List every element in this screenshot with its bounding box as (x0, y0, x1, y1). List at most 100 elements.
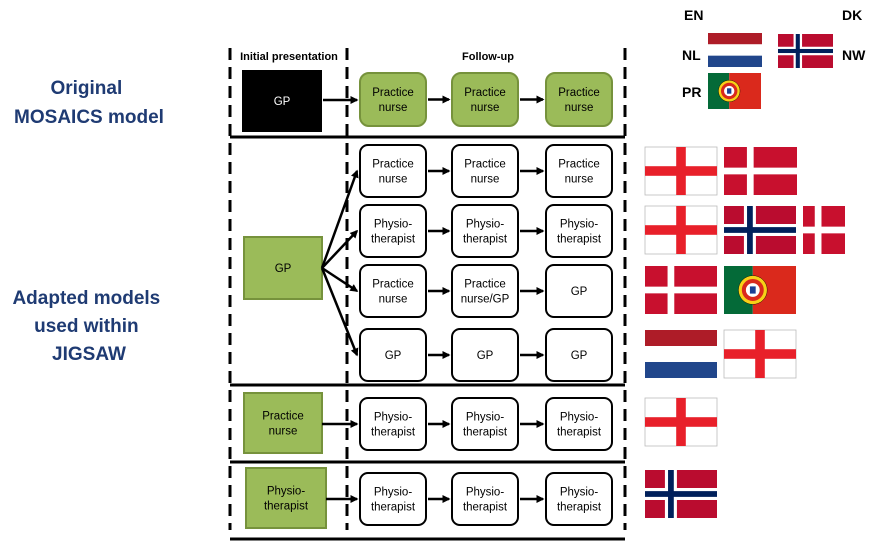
original-model-label: Original MOSAICS model (14, 78, 164, 128)
flag-norway-icon (724, 206, 796, 254)
node-label: nurse (565, 102, 594, 114)
node-box (359, 72, 427, 127)
country-code-en: EN (684, 7, 703, 23)
node-label: Practice (464, 279, 506, 291)
node-label: therapist (557, 427, 602, 439)
country-code-nl: NL (682, 47, 701, 63)
flow-arrow (321, 229, 359, 269)
node-label: Physio- (466, 487, 505, 499)
step-node: Practice nurse (545, 144, 613, 198)
initial-presentation-header: Initial presentation (240, 51, 338, 63)
node-label: GP (477, 350, 494, 362)
step-node: Practice nurse (451, 72, 519, 127)
node-label: therapist (463, 427, 508, 439)
node-label: therapist (371, 427, 416, 439)
node-box (451, 472, 519, 526)
country-code-pr: PR (682, 84, 701, 100)
node-box (451, 397, 519, 451)
flag-norway-icon (778, 34, 833, 68)
node-label: nurse/GP (461, 294, 510, 306)
node-box (242, 70, 322, 132)
flag-denmark-icon (645, 266, 717, 314)
follow-up-header: Follow-up (462, 51, 514, 63)
flow-arrow (321, 266, 359, 293)
node-label: therapist (557, 234, 602, 246)
node-label: nurse (379, 294, 408, 306)
node-label: Physio- (374, 487, 413, 499)
start-node: Physio-therapist (245, 467, 327, 529)
node-label: Physio- (560, 412, 599, 424)
country-code-nw: NW (842, 47, 866, 63)
node-box (243, 392, 323, 454)
node-box (451, 204, 519, 258)
flow-arrow (320, 267, 359, 357)
node-box (451, 144, 519, 198)
node-label: nurse (379, 102, 408, 114)
flag-england-icon (644, 205, 718, 255)
node-box (359, 204, 427, 258)
adapted-label-line: Adapted models (12, 288, 160, 309)
node-label: Physio- (267, 486, 306, 498)
step-node: Practice nurse (451, 144, 519, 198)
flag-norway-icon (645, 470, 717, 518)
node-box (451, 264, 519, 318)
node-box (359, 397, 427, 451)
country-flags: Data suggests (644, 33, 845, 518)
step-node: Practice nurse/GP (451, 264, 519, 318)
flag-england-icon (644, 397, 718, 447)
node-label: Physio- (466, 219, 505, 231)
node-label: therapist (557, 502, 602, 514)
original-label-line: MOSAICS model (14, 107, 164, 128)
node-label: Physio- (374, 412, 413, 424)
step-node: Physio-therapist (545, 397, 613, 451)
node-label: Physio- (466, 412, 505, 424)
node-label: Practice (464, 87, 506, 99)
step-node: Practice nurse (359, 264, 427, 318)
node-label: Practice (558, 159, 600, 171)
flag-denmark-icon (724, 147, 797, 195)
node-label: nurse (471, 174, 500, 186)
step-node: Physio-therapist (359, 397, 427, 451)
node-box (545, 144, 613, 198)
node-box (359, 264, 427, 318)
node-label: therapist (371, 502, 416, 514)
step-node: Practice nurse (359, 144, 427, 198)
flag-netherlands-icon (708, 33, 762, 67)
node-box (545, 328, 613, 382)
node-label: therapist (371, 234, 416, 246)
node-label: GP (275, 263, 292, 275)
node-box (245, 467, 327, 529)
adapted-models-label: Adapted models used within JIGSAW (12, 288, 165, 365)
step-node: Physio-therapist (545, 204, 613, 258)
node-box (545, 264, 613, 318)
node-label: Practice (372, 159, 414, 171)
node-label: therapist (264, 501, 309, 513)
start-node: GP (243, 236, 323, 300)
start-node: GP (242, 70, 322, 132)
step-node: Physio-therapist (359, 204, 427, 258)
node-label: Practice (262, 411, 304, 423)
node-label: nurse (565, 174, 594, 186)
node-label: nurse (379, 174, 408, 186)
node-label: Practice (372, 279, 414, 291)
step-node: Physio-therapist (451, 397, 519, 451)
node-label: GP (571, 350, 588, 362)
node-box (451, 328, 519, 382)
flag-portugal-icon (724, 266, 796, 314)
node-box (545, 472, 613, 526)
flag-netherlands-icon (645, 330, 717, 378)
node-label: therapist (463, 502, 508, 514)
node-box (359, 472, 427, 526)
step-node: GP (545, 328, 613, 382)
node-box (545, 397, 613, 451)
node-label: GP (274, 96, 291, 108)
node-box (359, 144, 427, 198)
diagram-nodes: GPPracticenursePracticenursePracticenurs… (242, 70, 613, 529)
node-box (545, 204, 613, 258)
node-label: Practice (464, 159, 506, 171)
step-node: GP (451, 328, 519, 382)
node-label: nurse (471, 102, 500, 114)
original-label-line: Original (50, 78, 122, 99)
node-label: Physio- (560, 487, 599, 499)
